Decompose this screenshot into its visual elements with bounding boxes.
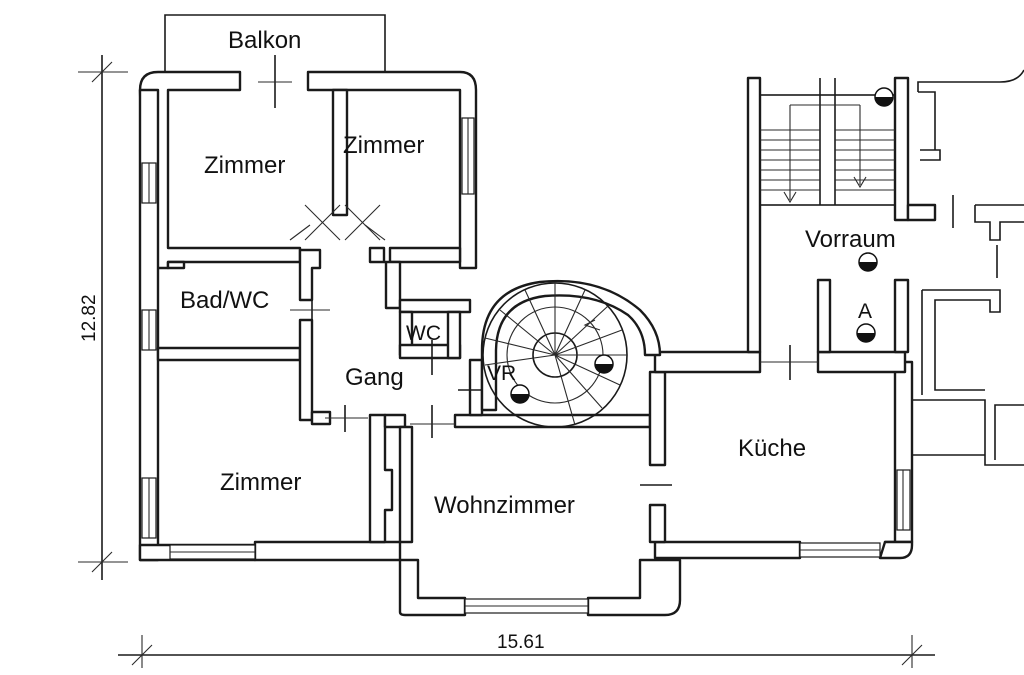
balcony bbox=[164, 14, 386, 72]
dimension-height-label: 12.82 bbox=[79, 294, 100, 342]
label-zimmer-2: Zimmer bbox=[343, 132, 424, 159]
straight-staircase bbox=[759, 78, 896, 206]
label-a: A bbox=[858, 300, 872, 323]
label-kueche: Küche bbox=[738, 435, 806, 462]
label-vorraum: Vorraum bbox=[805, 226, 896, 253]
neighbour-outline bbox=[912, 69, 1024, 466]
label-balkon: Balkon bbox=[228, 27, 301, 54]
spiral-staircase bbox=[480, 279, 662, 428]
label-bad-wc: Bad/WC bbox=[180, 287, 269, 314]
label-vr: VR bbox=[487, 362, 516, 385]
label-wohnzimmer: Wohnzimmer bbox=[434, 492, 575, 519]
label-gang: Gang bbox=[345, 364, 404, 391]
label-wc: WC bbox=[406, 322, 441, 345]
label-zimmer-3: Zimmer bbox=[220, 469, 301, 496]
room-labels: Balkon Zimmer Zimmer Bad/WC WC Gang VR Z… bbox=[180, 27, 896, 519]
windows bbox=[141, 117, 911, 614]
dimension-labels: 12.82 15.61 bbox=[79, 294, 545, 653]
label-zimmer-1: Zimmer bbox=[204, 152, 285, 179]
doors bbox=[258, 55, 998, 486]
dimension-lines bbox=[78, 55, 935, 668]
interior-walls bbox=[156, 76, 937, 544]
vent-markers bbox=[510, 87, 894, 404]
dimension-width-label: 15.61 bbox=[497, 632, 545, 653]
